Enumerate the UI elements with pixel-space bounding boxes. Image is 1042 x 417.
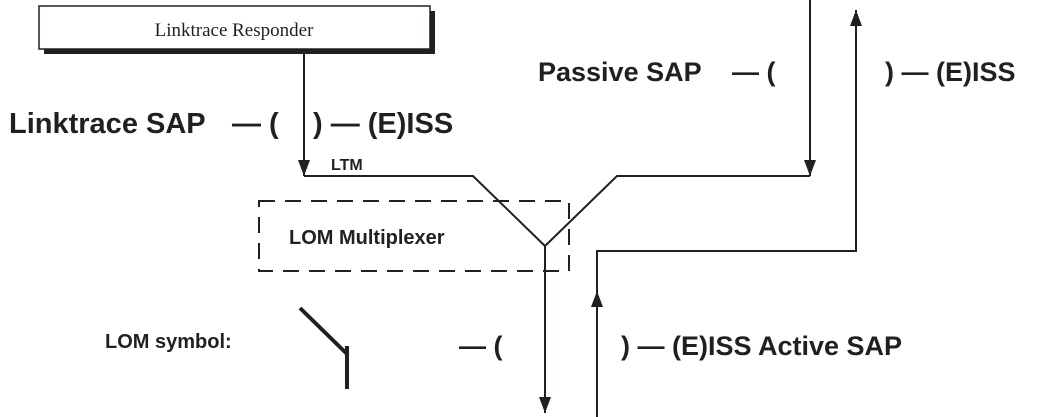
active-sap-open-bracket: — ( [459,331,503,361]
linktrace-sap-label: Linktrace SAP [9,108,206,140]
ltm-path-to-lom [304,175,546,247]
linktrace-responder-box: Linktrace Responder [38,5,435,54]
passive-path-to-lom [544,175,810,247]
passive-sap-close-bracket: ) — (E)ISS [885,57,1016,87]
linktrace-responder-label: Linktrace Responder [155,20,314,41]
lom-multiplexer-label: LOM Multiplexer [289,227,445,249]
lom-symbol-label: LOM symbol: [105,331,232,353]
lom-multiplexer-box [258,200,570,272]
linktrace-sap-close-bracket: ) — (E)ISS [313,108,453,140]
ltm-label: LTM [331,157,363,174]
lom-symbol-icon [298,306,349,389]
linktrace-sap-open-bracket: — ( [232,108,279,140]
active-sap-label: ) — (E)ISS Active SAP [621,331,902,361]
passive-sap-open-bracket: — ( [732,57,776,87]
passive-sap-label: Passive SAP [538,57,702,87]
active-sap-up-path [596,10,862,291]
